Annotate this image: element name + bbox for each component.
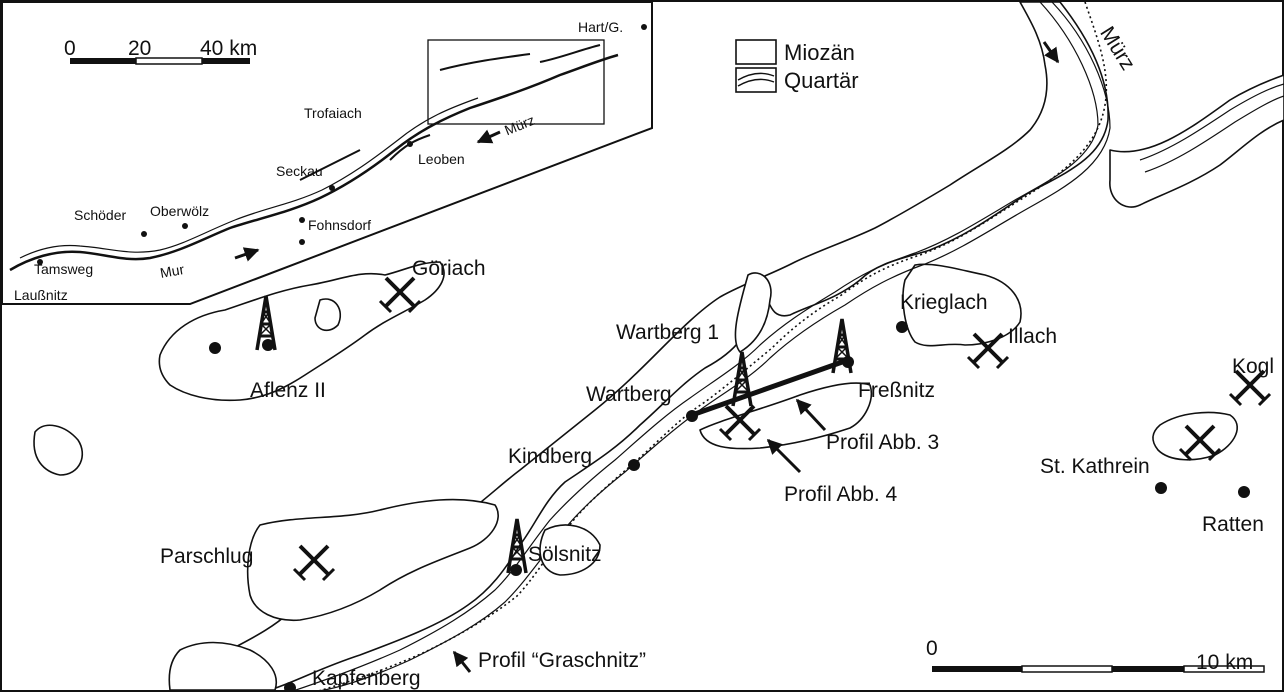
profile-abb3-arrow <box>795 398 827 432</box>
inset-scale-bar <box>70 57 250 65</box>
miocene-basin-parschlug <box>168 498 601 691</box>
label-kogl: Kogl <box>1232 355 1275 378</box>
inset-tertiary-basins <box>9 53 619 272</box>
inset-scale-40: 40 km <box>200 37 258 60</box>
inset-label-trofaiach: Trofaiach <box>304 105 362 121</box>
miocene-outlier-west <box>33 424 84 476</box>
label-wartberg1: Wartberg 1 <box>616 321 720 344</box>
inset-map <box>1 1 653 305</box>
inset-label-leoben: Leoben <box>418 151 465 167</box>
inset-scale-0: 0 <box>64 37 76 60</box>
profile-abb4-arrow <box>766 438 802 474</box>
label-illach: Illach <box>1008 325 1058 348</box>
label-parschlug: Parschlug <box>160 545 254 568</box>
label-kindberg: Kindberg <box>508 445 593 468</box>
town-dots <box>209 321 1250 692</box>
main-scale-bar <box>932 665 1265 673</box>
label-goeriach: Göriach <box>412 257 486 280</box>
profile-graschnitz-arrow <box>452 650 472 673</box>
legend-quaternary-swatch <box>735 67 777 93</box>
inset-label-seckau: Seckau <box>276 163 323 179</box>
legend-quaternary-label: Quartär <box>784 68 859 93</box>
legend-miocene-label: Miozän <box>784 40 855 65</box>
inset-detail-frame <box>427 39 605 125</box>
main-scale-10km: 10 km <box>1196 651 1254 674</box>
inset-label-hart: Hart/G. <box>578 19 624 35</box>
label-soelsnitz: Sölsnitz <box>528 543 602 566</box>
inset-label-laussnitz: Laußnitz <box>14 287 68 303</box>
inset-scale-20: 20 <box>128 37 152 60</box>
main-scale-0: 0 <box>926 637 938 660</box>
label-krieglach: Krieglach <box>900 291 988 314</box>
legend <box>735 39 777 93</box>
inset-label-tamsweg: Tamsweg <box>34 261 94 277</box>
muerz-flow-arrow <box>1042 41 1060 64</box>
inset-label-oberwoelz: Oberwölz <box>150 203 210 219</box>
label-aflenz: Aflenz II <box>250 379 326 402</box>
label-fressnitz: Freßnitz <box>858 379 936 402</box>
label-ratten: Ratten <box>1202 513 1264 536</box>
label-profile-graschnitz: Profil “Graschnitz” <box>478 649 647 672</box>
label-profile-abb3: Profil Abb. 3 <box>826 431 940 454</box>
profile-line <box>691 357 849 418</box>
quaternary-valley-fill <box>289 1 1284 692</box>
inset-label-mur: Mur <box>158 261 186 281</box>
label-st-kathrein: St. Kathrein <box>1040 455 1150 478</box>
legend-miocene-swatch <box>735 39 777 65</box>
label-profile-abb4: Profil Abb. 4 <box>784 483 898 506</box>
label-wartberg: Wartberg <box>586 383 672 406</box>
inset-label-schoeder: Schöder <box>74 207 127 223</box>
miocene-basin-aflenz <box>158 261 445 402</box>
inset-label-fohnsdorf: Fohnsdorf <box>308 217 372 233</box>
label-kapfenberg: Kapfenberg <box>312 667 421 690</box>
